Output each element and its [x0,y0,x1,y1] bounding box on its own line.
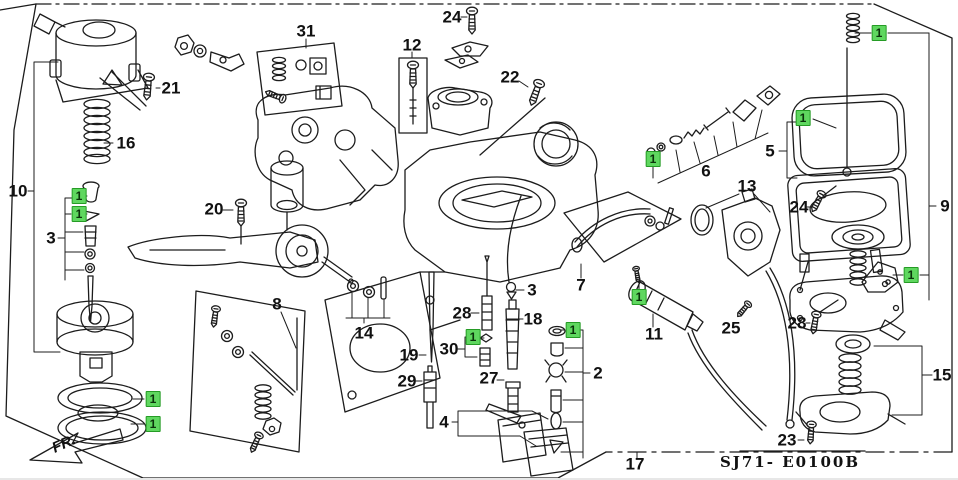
screw-24-top [465,6,479,35]
choke-clips [445,42,488,68]
spring-16 [83,98,111,165]
needle-valve-set-6 [647,86,780,156]
part-2-column [545,327,567,454]
secondary-carburetor-body [255,86,398,230]
link-box-7 [564,192,681,262]
diagram-code: SJ71- E0100B [719,453,861,471]
float-bowl-assembly [787,12,911,290]
vacuum-chamber-assembly [34,14,244,110]
float-assembly-4 [486,404,573,476]
right-column-parts [790,225,905,434]
box-31-parts [257,43,342,115]
box-12 [399,58,427,133]
screw-20 [234,198,248,244]
box-8-parts [190,291,305,455]
main-carburetor-body [325,87,598,412]
throttle-lever [128,225,353,283]
screw-23 [796,412,817,445]
screw-28-right [807,300,838,336]
washers-14 [346,277,387,299]
screw-22 [480,77,547,155]
accelerator-pump-13 [691,189,795,428]
piston-diaphragm-assembly [57,301,146,444]
center-jets [424,196,521,428]
frame-border [0,4,952,478]
page-edge [0,478,958,480]
screw-24-right [807,186,836,215]
cut-off-solenoid-11 [625,265,766,430]
leader-lines [28,17,936,459]
fr-direction-arrow [30,429,123,463]
screw-25 [734,299,754,320]
